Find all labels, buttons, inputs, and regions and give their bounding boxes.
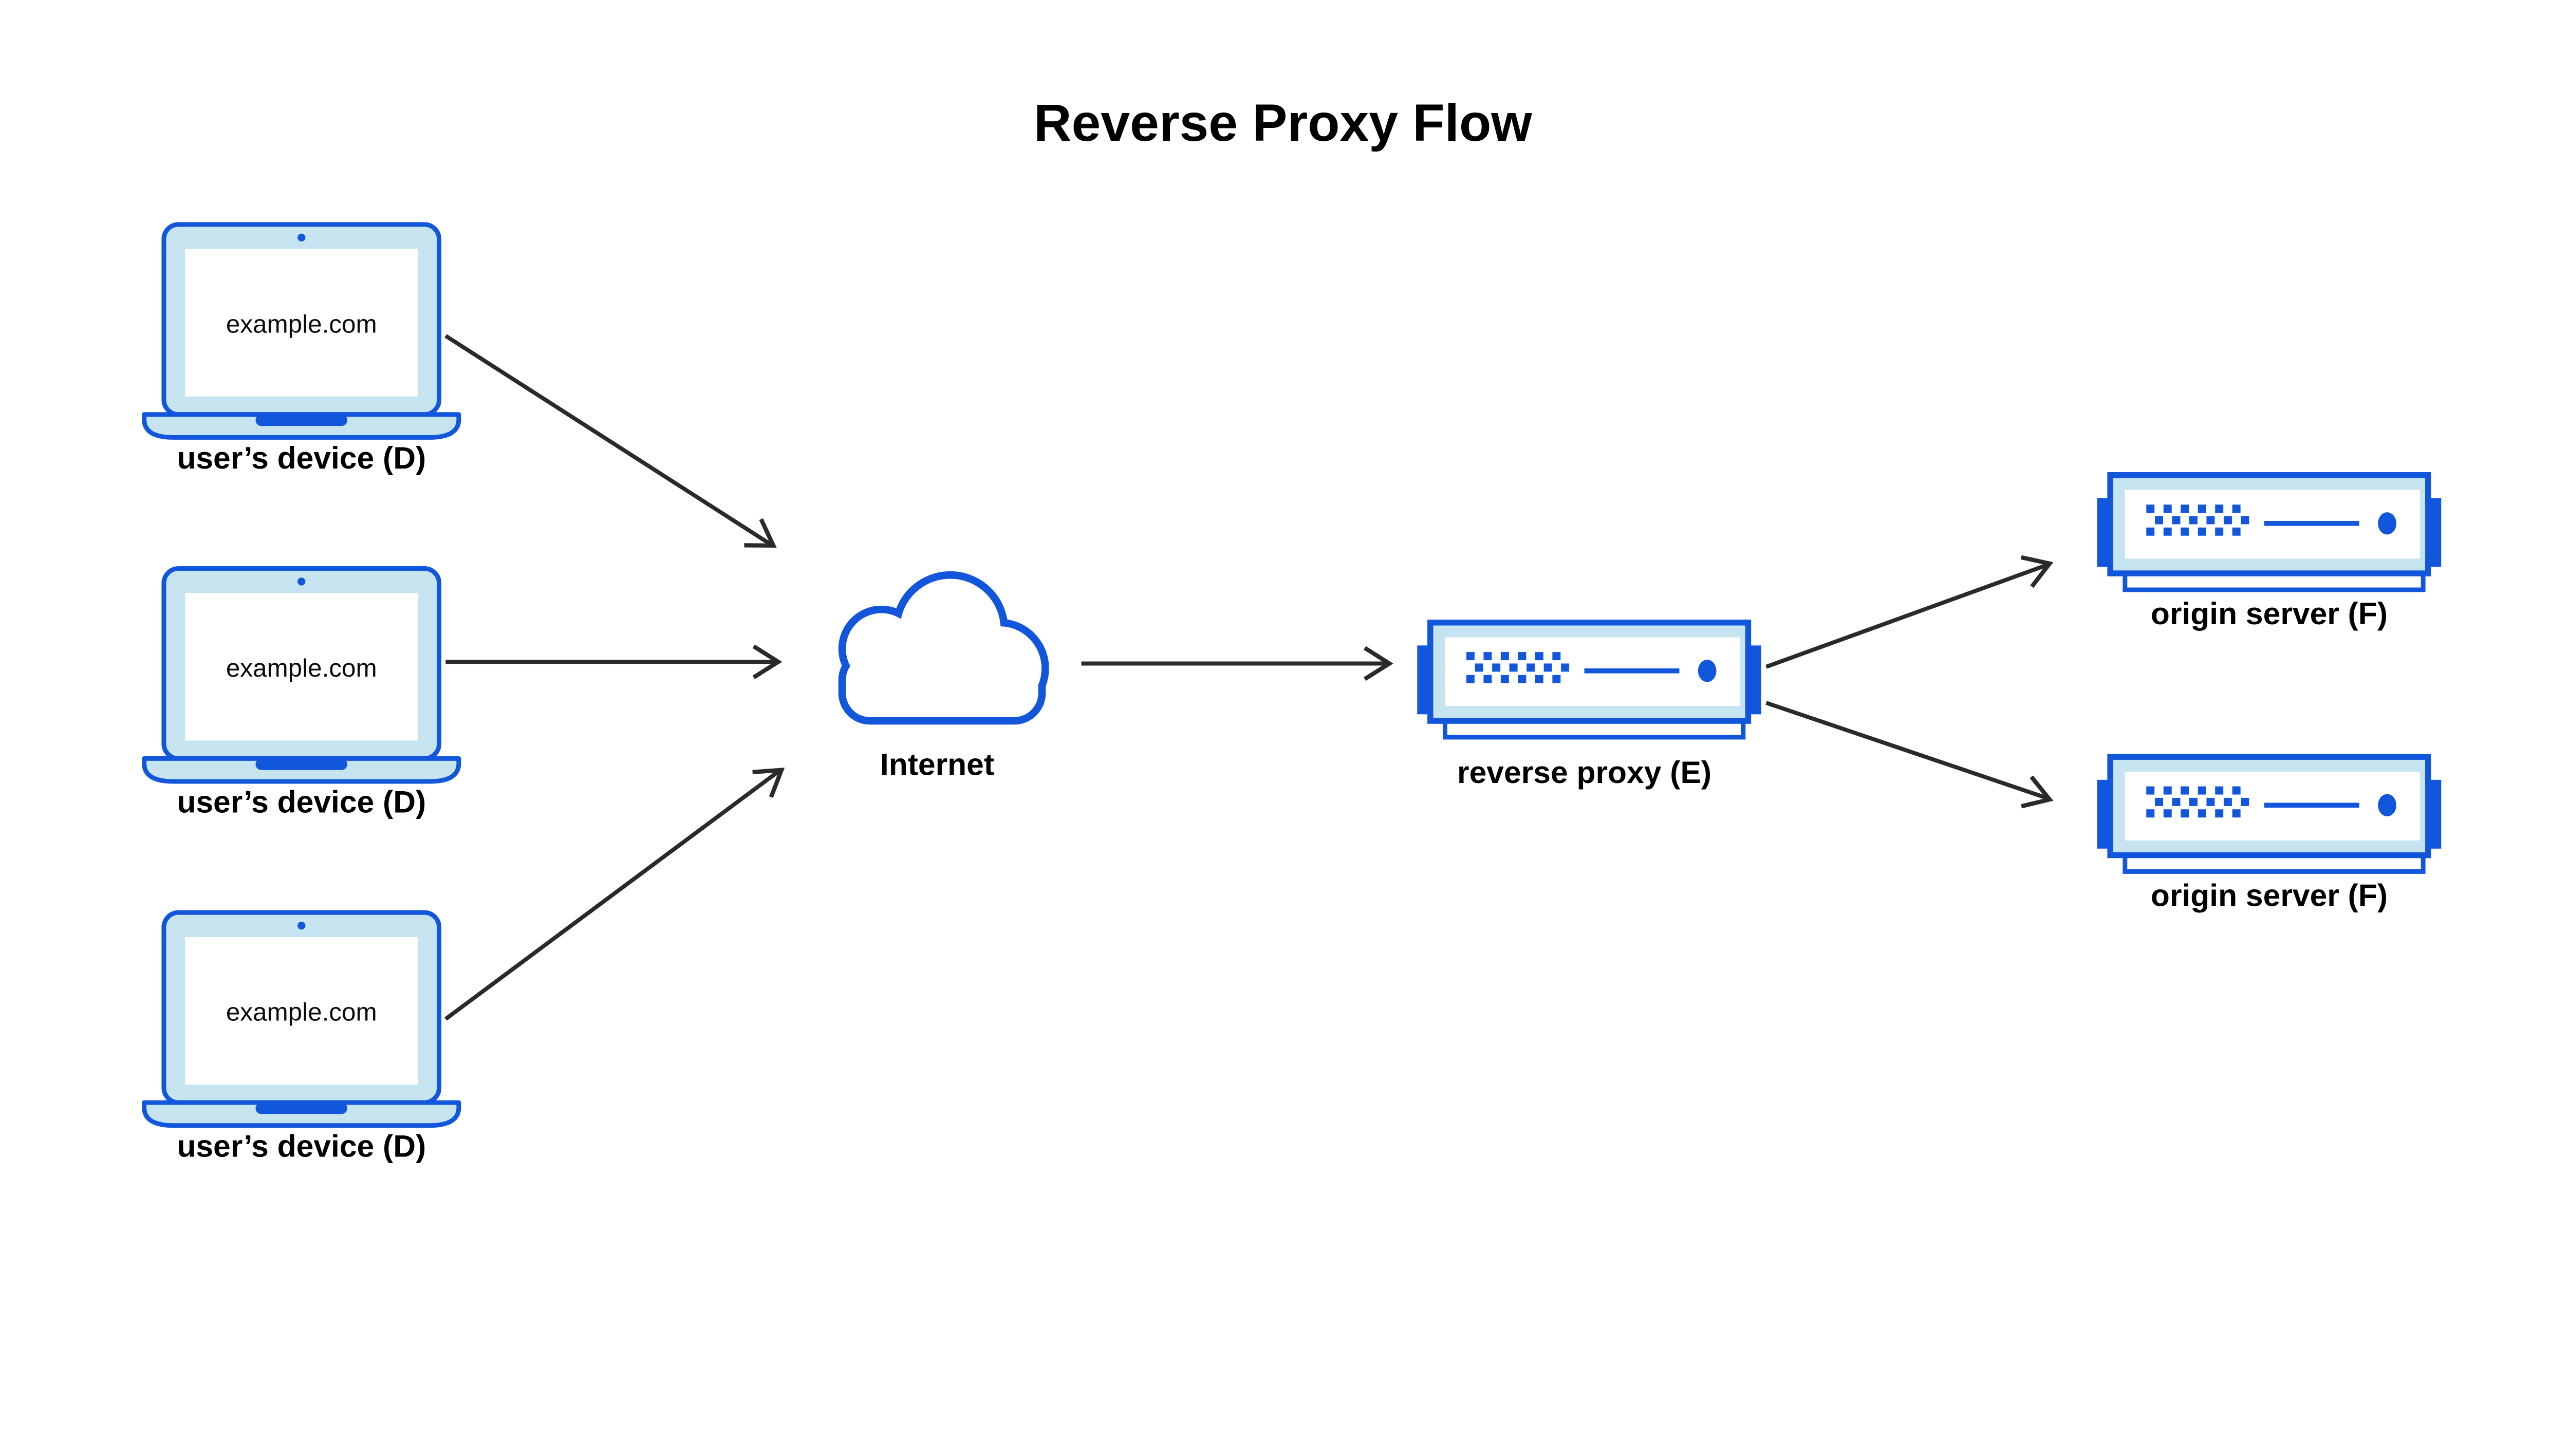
cloud-icon <box>842 575 1045 721</box>
arrowhead-device1-to-internet-icon <box>744 518 777 548</box>
page-title: Reverse Proxy Flow <box>1034 94 1532 152</box>
arrowhead-internet-to-proxy-icon <box>1364 646 1393 681</box>
origin-caption: origin server (F) <box>2151 596 2388 631</box>
arrowhead-device3-to-internet-icon <box>752 768 785 798</box>
user-device-3: example.com user’s device (D) <box>144 912 459 1163</box>
origin-server-1: origin server (F) <box>2097 475 2442 631</box>
arrow-proxy-to-origin1 <box>1765 563 2047 669</box>
internet-node: Internet <box>842 575 1045 781</box>
reverse-proxy-node: reverse proxy (E) <box>1417 623 1761 790</box>
arrowhead-proxy-to-origin2-icon <box>2021 775 2054 809</box>
origin-server-2: origin server (F) <box>2097 757 2442 912</box>
user-device-2: example.com user’s device (D) <box>144 569 459 819</box>
device-screen-url: example.com <box>226 654 377 682</box>
arrowhead-device2-to-internet-icon <box>752 644 783 680</box>
origin-server-icon <box>2097 475 2442 590</box>
connection-arrows <box>444 334 2054 1021</box>
arrow-proxy-to-origin2 <box>1765 701 2047 800</box>
origin-server-icon <box>2097 757 2442 871</box>
device-screen-url: example.com <box>226 998 377 1026</box>
proxy-server-icon <box>1417 623 1761 737</box>
reverse-proxy-flow-diagram: Reverse Proxy Flow example.com user’s de… <box>142 94 2445 1164</box>
origin-caption: origin server (F) <box>2151 878 2388 912</box>
device-caption: user’s device (D) <box>177 440 426 475</box>
internet-caption: Internet <box>880 746 994 781</box>
device-screen-url: example.com <box>226 310 377 338</box>
arrow-device1-to-internet <box>444 334 771 546</box>
arrowhead-proxy-to-origin1-icon <box>2020 555 2054 588</box>
user-device-1: example.com user’s device (D) <box>144 225 459 475</box>
proxy-caption: reverse proxy (E) <box>1457 755 1711 790</box>
device-caption: user’s device (D) <box>177 785 426 819</box>
arrow-device3-to-internet <box>444 770 780 1021</box>
device-caption: user’s device (D) <box>177 1128 426 1163</box>
